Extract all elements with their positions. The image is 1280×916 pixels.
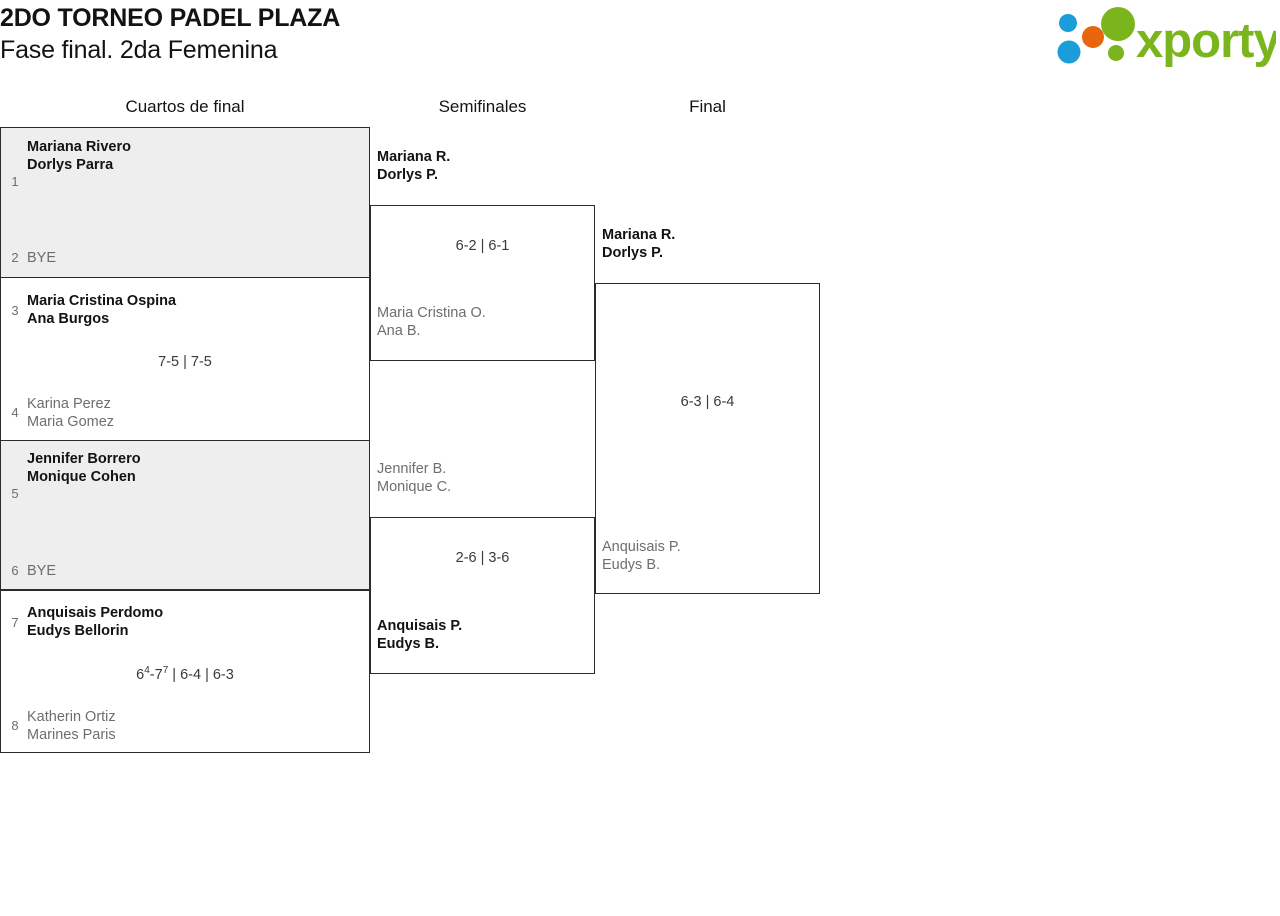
seed-number: 1: [11, 174, 19, 189]
team-top: Maria Cristina Ospina Ana Burgos: [27, 293, 177, 327]
team-bottom: Anquisais P. Eudys B.: [377, 618, 463, 652]
match-quarterfinal-2[interactable]: 3 Maria Cristina Ospina Ana Burgos 4 Kar…: [0, 277, 370, 441]
match-quarterfinal-3[interactable]: 5 Jennifer Borrero Monique Cohen 6 BYE: [0, 440, 370, 590]
tournament-subtitle: Fase final. 2da Femenina: [0, 36, 278, 64]
final-team-top: Mariana R. Dorlys P.: [602, 227, 676, 261]
match-quarterfinal-4[interactable]: 7 Anquisais Perdomo Eudys Bellorin 8 Kat…: [0, 590, 370, 753]
team-top: Mariana Rivero Dorlys Parra: [27, 139, 131, 173]
seed-number: 8: [11, 718, 19, 733]
semifinal-2-team-top: Jennifer B. Monique C.: [377, 461, 452, 495]
semifinal-1-team-top: Mariana R. Dorlys P.: [377, 149, 451, 183]
team-bottom: Maria Cristina O. Ana B.: [377, 305, 486, 339]
match-score: 64-77 | 6-4 | 6-3: [136, 665, 234, 683]
round-header-final: Final: [689, 97, 726, 116]
seed-number: 6: [11, 563, 19, 578]
match-final[interactable]: 6-3 | 6-4 Anquisais P. Eudys B.: [595, 283, 820, 594]
match-semifinal-2[interactable]: 2-6 | 3-6 Anquisais P. Eudys B.: [370, 517, 595, 674]
team-bottom: Karina Perez Maria Gomez: [27, 396, 115, 430]
team-bottom: Anquisais P. Eudys B.: [602, 539, 681, 573]
seed-number: 3: [11, 303, 19, 318]
team-bottom-bye: BYE: [27, 563, 57, 579]
xporty-logo[interactable]: xporty: [1048, 6, 1276, 68]
team-bottom: Katherin Ortiz Marines Paris: [27, 709, 116, 743]
match-score: 7-5 | 7-5: [158, 354, 212, 370]
team-top: Jennifer Borrero Monique Cohen: [27, 451, 141, 485]
match-quarterfinal-1[interactable]: 1 Mariana Rivero Dorlys Parra 2 BYE: [0, 127, 370, 278]
match-semifinal-1[interactable]: 6-2 | 6-1 Maria Cristina O. Ana B.: [370, 205, 595, 361]
seed-number: 5: [11, 486, 19, 501]
round-header-semifinals: Semifinales: [438, 97, 527, 116]
match-score: 6-2 | 6-1: [455, 238, 510, 254]
tournament-name: 2DO TORNEO PADEL PLAZA: [0, 4, 341, 32]
match-score: 6-3 | 6-4: [680, 394, 735, 410]
seed-number: 4: [11, 405, 19, 420]
svg-text:xporty: xporty: [1136, 14, 1276, 68]
match-score: 2-6 | 3-6: [455, 550, 510, 566]
seed-number: 2: [11, 250, 19, 265]
seed-number: 7: [11, 615, 19, 630]
page-title: 2DO TORNEO PADEL PLAZA Fase final. 2da F…: [0, 2, 340, 66]
team-bottom-bye: BYE: [27, 250, 57, 266]
round-header-quarterfinals: Cuartos de final: [125, 97, 245, 116]
team-top: Anquisais Perdomo Eudys Bellorin: [27, 605, 164, 639]
